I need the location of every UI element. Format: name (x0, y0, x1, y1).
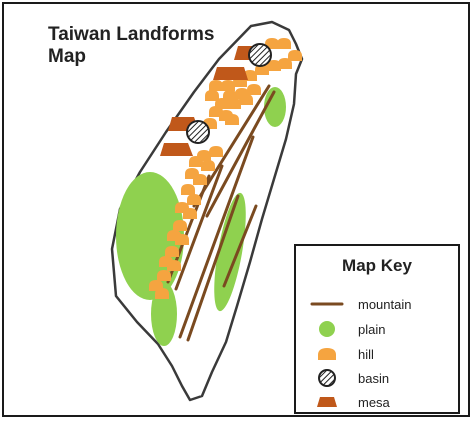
hill (205, 90, 219, 101)
hill (221, 80, 235, 91)
mountain-line-icon (310, 294, 344, 314)
hill (175, 234, 189, 245)
hill (193, 174, 207, 185)
hill (209, 80, 223, 91)
map-key: Map Key mountain plain hill basin (294, 244, 460, 414)
legend-label: mountain (358, 296, 412, 312)
legend-label: basin (358, 370, 390, 386)
basin-taipei (248, 43, 272, 67)
map-title: Taiwan Landforms Map (48, 24, 214, 68)
basin-taichung (186, 120, 210, 144)
hill-bump-icon (310, 344, 344, 364)
hill (265, 38, 279, 49)
hill-group (149, 38, 302, 299)
map-frame: Taiwan Landforms Map Map Key mountain pl… (2, 2, 470, 417)
hill (209, 106, 223, 117)
legend-label: plain (358, 321, 386, 337)
hill (165, 246, 179, 257)
map-key-title: Map Key (342, 256, 412, 275)
hill (288, 50, 302, 61)
basin-hatched-circle-icon (310, 368, 344, 388)
mesa-trapezoid-icon (310, 392, 344, 412)
legend-label: mesa (358, 394, 390, 410)
legend-label: hill (358, 346, 374, 362)
hill (181, 184, 195, 195)
hill (155, 288, 169, 299)
hill (157, 270, 171, 281)
hill (209, 146, 223, 157)
hill (278, 58, 292, 69)
plain-circle-icon (310, 319, 344, 339)
hill (167, 260, 181, 271)
hill (187, 194, 201, 205)
legend-item-mesa: mesa (310, 392, 390, 412)
mesa (213, 67, 248, 80)
hill (267, 60, 281, 71)
hill (201, 160, 215, 171)
hill (247, 84, 261, 95)
hill (183, 208, 197, 219)
hill (189, 156, 203, 167)
plain-northeast (264, 87, 286, 127)
mesa (160, 143, 193, 156)
hill (173, 220, 187, 231)
hill (225, 114, 239, 125)
hill (277, 38, 291, 49)
plain-east-rift (214, 192, 246, 312)
taiwan-map (110, 20, 304, 402)
hill (227, 98, 241, 109)
legend-item-plain: plain (310, 319, 385, 339)
legend-item-mountain: mountain (310, 294, 411, 314)
legend-item-hill: hill (310, 344, 374, 364)
map-title-line2: Map (48, 46, 86, 67)
hill (239, 94, 253, 105)
legend-item-basin: basin (310, 368, 389, 388)
map-title-line1: Taiwan Landforms (48, 24, 215, 45)
